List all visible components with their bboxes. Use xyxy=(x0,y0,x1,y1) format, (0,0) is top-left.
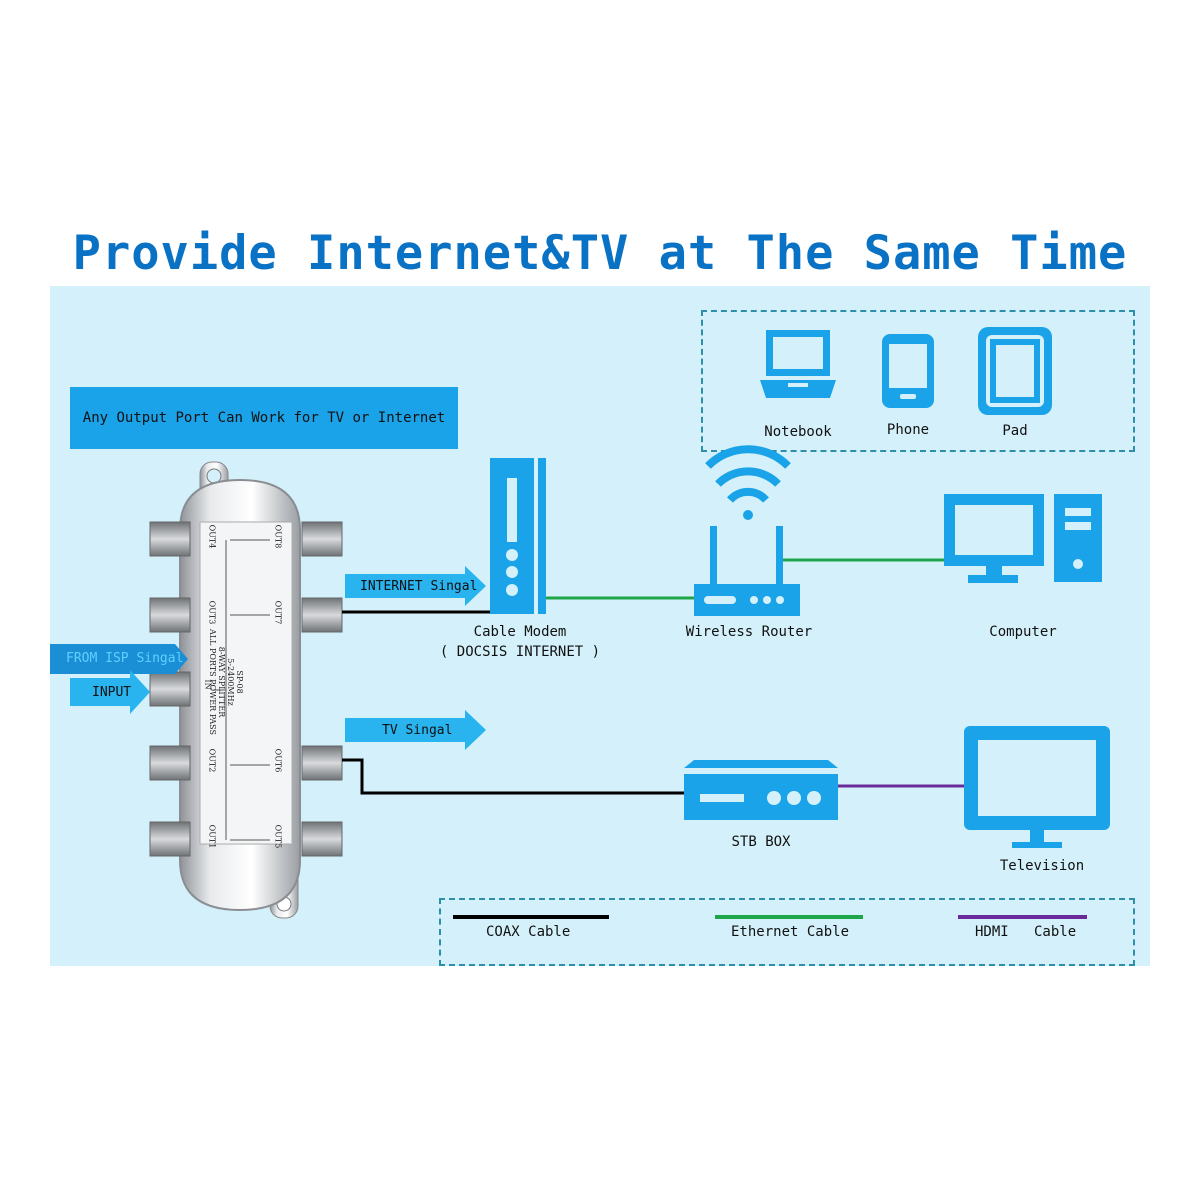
internet-signal-arrow xyxy=(345,566,486,606)
input-arrow xyxy=(70,670,150,714)
port-out6-label: OUT6 xyxy=(273,748,283,773)
splitter-freq: 5-2400MHz xyxy=(226,658,235,706)
splitter-model: SP-08 xyxy=(235,670,244,694)
port-out7-label: OUT7 xyxy=(273,600,283,625)
from-isp-arrow xyxy=(50,644,188,674)
legend-ethernet-label: Ethernet Cable xyxy=(731,924,850,940)
devices-group-box xyxy=(701,310,1135,452)
cable-modem-icon xyxy=(490,458,546,614)
cables xyxy=(342,558,964,795)
port-out8-label: OUT8 xyxy=(273,524,283,549)
pad-icon xyxy=(978,327,1052,415)
note-box: Any Output Port Can Work for TV or Inter… xyxy=(70,387,458,449)
port-out1-label: OUT1 xyxy=(207,824,217,849)
computer-icon xyxy=(944,494,1102,583)
notebook-label: Notebook xyxy=(764,424,832,440)
legend-box xyxy=(439,898,1135,966)
tv-signal-label: TV Singal xyxy=(382,723,453,738)
modem-sublabel: ( DOCSIS INTERNET ) xyxy=(439,644,601,660)
stb-box-icon xyxy=(684,760,838,820)
splitter-connectors xyxy=(149,521,343,857)
computer-label: Computer xyxy=(989,624,1057,640)
legend-coax-label: COAX Cable xyxy=(486,924,571,940)
splitter-circuit xyxy=(214,539,270,841)
television-label: Television xyxy=(999,858,1085,874)
from-isp-label: FROM ISP Singal xyxy=(66,651,184,666)
splitter-in-label: IN xyxy=(203,679,213,690)
stb-label: STB BOX xyxy=(731,834,791,850)
tv-signal-arrow xyxy=(345,710,486,750)
port-out3-label: OUT3 xyxy=(207,600,217,625)
legend-hdmi-label: HDMI Cable xyxy=(975,924,1077,940)
note-text: Any Output Port Can Work for TV or Inter… xyxy=(82,410,446,426)
modem-label: Cable Modem xyxy=(473,624,567,640)
coax-cable-stb xyxy=(342,758,684,795)
phone-icon xyxy=(882,334,934,408)
wireless-router-icon xyxy=(694,445,800,616)
router-label: Wireless Router xyxy=(685,624,813,640)
splitter-type: 8-WAY SPLITTER xyxy=(217,646,226,718)
pad-label: Pad xyxy=(1002,423,1028,439)
port-out5-label: OUT5 xyxy=(273,824,283,849)
internet-signal-label: INTERNET Singal xyxy=(360,579,478,594)
notebook-icon xyxy=(760,330,836,398)
input-label: INPUT xyxy=(92,685,132,700)
port-out2-label: OUT2 xyxy=(207,748,217,773)
page-title: Provide Internet&TV at The Same Time xyxy=(72,226,1128,281)
splitter-device xyxy=(179,461,301,919)
phone-label: Phone xyxy=(886,422,930,438)
port-out4-label: OUT4 xyxy=(207,524,217,549)
television-icon xyxy=(964,726,1110,848)
